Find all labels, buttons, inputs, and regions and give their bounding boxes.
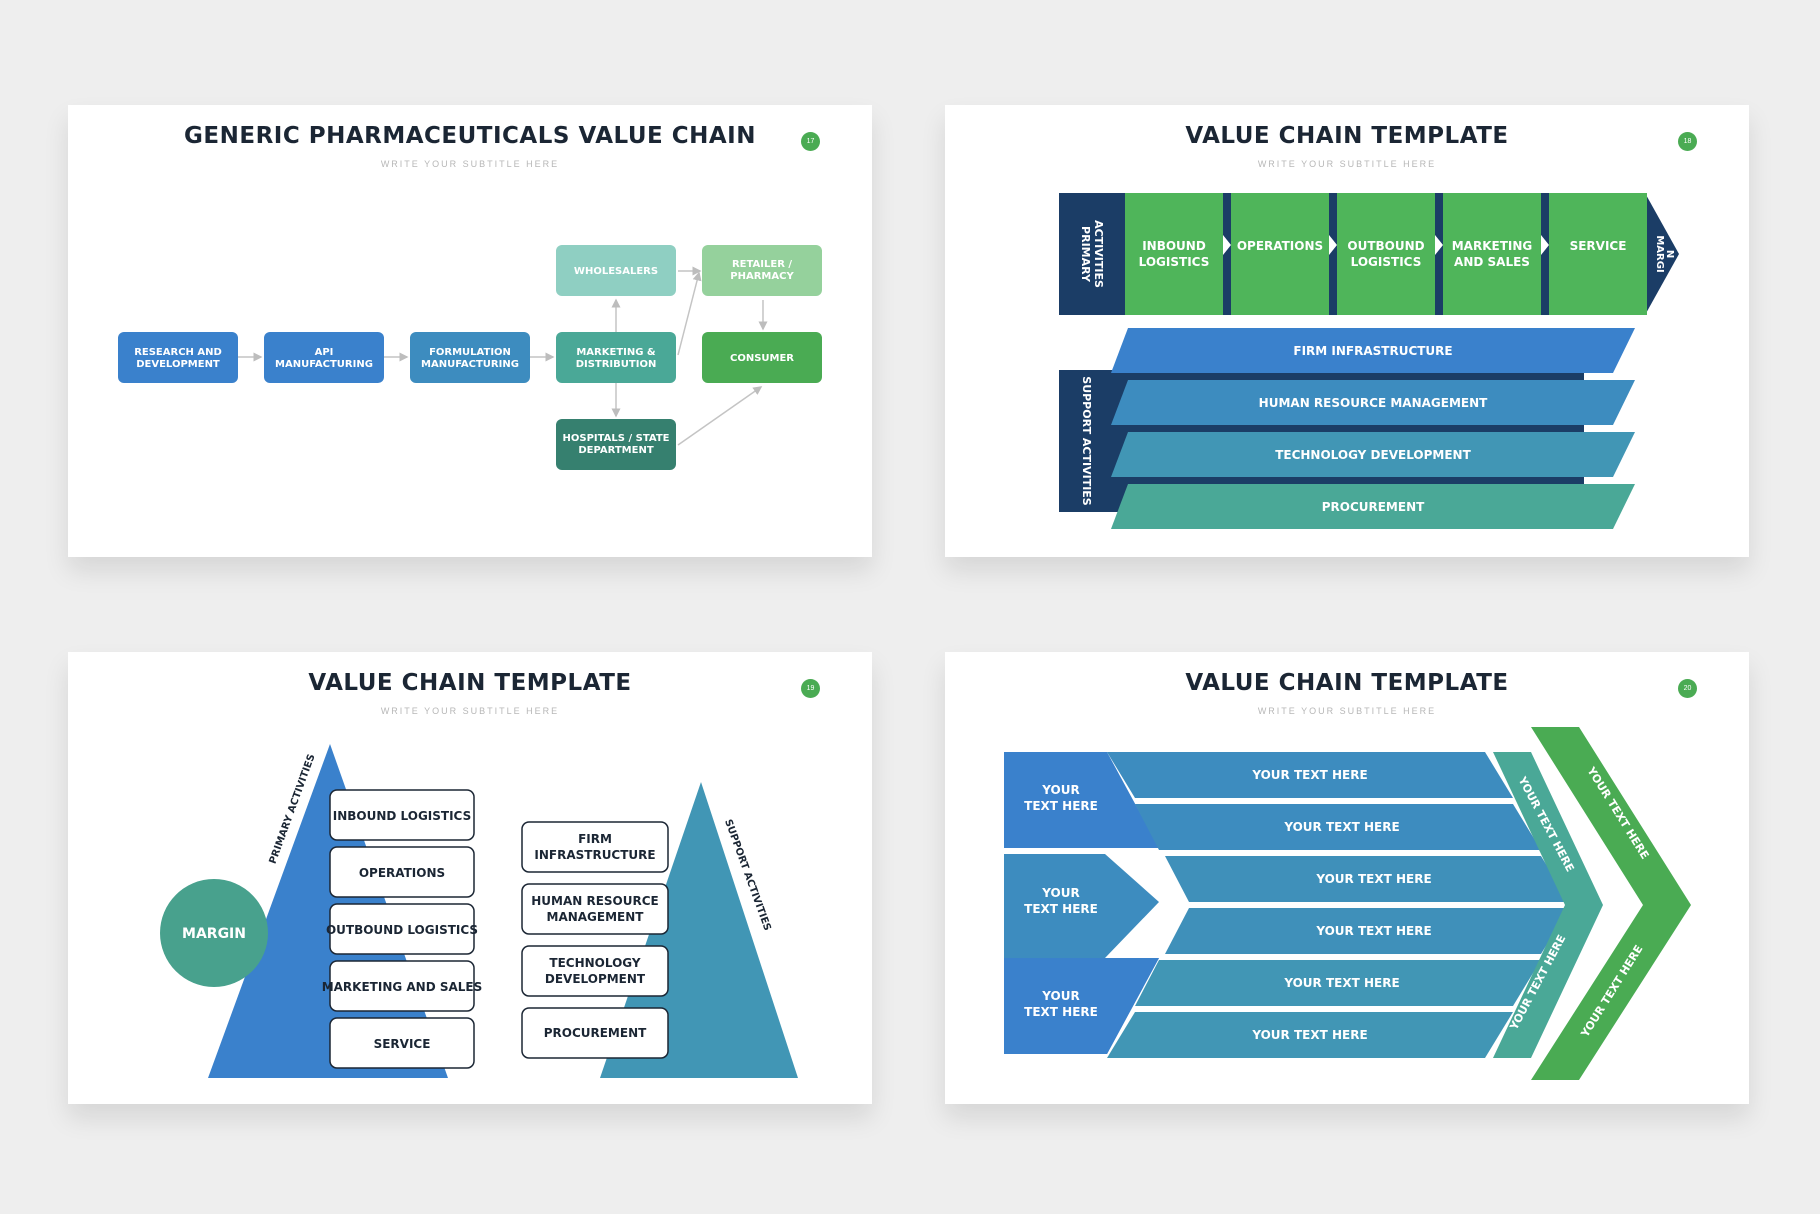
margin-label: MARGIN [182, 926, 246, 942]
left-label: YOUR [1041, 989, 1079, 1003]
margin-label: N [1664, 250, 1675, 258]
row-label: YOUR TEXT HERE [1251, 1028, 1367, 1042]
left-label: TEXT HERE [1024, 1005, 1098, 1019]
page-number-badge: 19 [801, 679, 820, 698]
primary-activity-label: OPERATIONS [1237, 239, 1323, 253]
support-activity-label: INFRASTRUCTURE [534, 848, 655, 862]
node-label: HOSPITALS / STATE [563, 433, 670, 444]
primary-label: ACTIVITIES [1092, 220, 1105, 288]
slide-subtitle: WRITE YOUR SUBTITLE HERE [1257, 706, 1437, 716]
slide-subtitle: WRITE YOUR SUBTITLE HERE [380, 706, 560, 716]
margin-circle [160, 879, 268, 987]
slide-title: VALUE CHAIN TEMPLATE [1185, 123, 1509, 149]
support-activity-labels: FIRM INFRASTRUCTURE HUMAN RESOURCE MANAG… [531, 832, 659, 1040]
page-number-badge: 17 [801, 132, 820, 151]
value-chain-triangles-diagram: MARGIN PRIMARY ACTIVITIES SUPPORT ACTIVI… [160, 744, 798, 1078]
node-label: RETAILER / [732, 259, 792, 270]
support-activity-boxes [521, 821, 669, 1059]
flow-connectors [238, 266, 768, 446]
support-activity-label: HUMAN RESOURCE MANAGEMENT [1259, 396, 1488, 410]
node-label: DISTRIBUTION [576, 359, 657, 370]
value-chain-chevron-diagram: YOUR TEXT HERE YOUR TEXT HERE YOUR TEXT … [1004, 727, 1691, 1080]
green-chevron [1531, 727, 1691, 1080]
slide-title: VALUE CHAIN TEMPLATE [1185, 670, 1509, 696]
row-label: YOUR TEXT HERE [1283, 976, 1399, 990]
primary-activity-label: LOGISTICS [1351, 255, 1422, 269]
support-activity-label: FIRM INFRASTRUCTURE [1293, 344, 1452, 358]
primary-activity-label: SERVICE [374, 1037, 431, 1051]
page-number-badge: 18 [1678, 132, 1697, 151]
left-label: YOUR [1041, 886, 1079, 900]
left-label: TEXT HERE [1024, 799, 1098, 813]
margin-label: MARGI [1654, 235, 1665, 272]
support-activity-label: MANAGEMENT [547, 910, 645, 924]
primary-activity-label: OUTBOUND LOGISTICS [326, 923, 478, 937]
row-label: YOUR TEXT HERE [1283, 820, 1399, 834]
support-label: SUPPORT ACTIVITIES [1080, 376, 1093, 506]
node-label: MARKETING & [576, 347, 656, 358]
page-number-badge: 20 [1678, 679, 1697, 698]
support-activity-label: PROCUREMENT [1322, 500, 1425, 514]
support-activity-label: HUMAN RESOURCE [531, 894, 659, 908]
node-wholesalers: WHOLESALERS [556, 245, 676, 296]
node-label: WHOLESALERS [574, 266, 658, 277]
support-activity-label: TECHNOLOGY DEVELOPMENT [1275, 448, 1471, 462]
primary-activity-label: OPERATIONS [359, 866, 445, 880]
node-label: DEPARTMENT [578, 445, 654, 456]
primary-activity-label: AND SALES [1454, 255, 1530, 269]
support-activity-label: FIRM [578, 832, 612, 846]
node-label: CONSUMER [730, 353, 794, 364]
row-label: YOUR TEXT HERE [1315, 924, 1431, 938]
pharma-flow-diagram: RESEARCH AND DEVELOPMENT API MANUFACTURI… [118, 245, 822, 470]
left-label-blocks [1004, 752, 1159, 1054]
node-label: RESEARCH AND [134, 347, 222, 358]
row-bands [1107, 752, 1569, 1058]
slide-value-chain-triangles: VALUE CHAIN TEMPLATE WRITE YOUR SUBTITLE… [68, 652, 872, 1104]
primary-activity-label: SERVICE [1570, 239, 1627, 253]
teal-chevron [1493, 752, 1603, 1058]
primary-activity-label: INBOUND [1142, 239, 1206, 253]
support-activities-section: SUPPORT ACTIVITIES FIRM INFRASTRUCTURE H… [1059, 328, 1635, 529]
support-activity-label: TECHNOLOGY [549, 956, 640, 970]
row-label: YOUR TEXT HERE [1315, 872, 1431, 886]
node-research-and-development: RESEARCH AND DEVELOPMENT [118, 332, 238, 383]
primary-activity-label: OUTBOUND [1347, 239, 1424, 253]
support-triangle [600, 782, 798, 1078]
primary-activity-label: LOGISTICS [1139, 255, 1210, 269]
slide-subtitle: WRITE YOUR SUBTITLE HERE [380, 159, 560, 169]
slide-value-chain-bars: VALUE CHAIN TEMPLATE WRITE YOUR SUBTITLE… [945, 105, 1749, 557]
node-label: FORMULATION [429, 347, 511, 358]
node-label: PHARMACY [730, 271, 794, 282]
node-marketing-distribution: MARKETING & DISTRIBUTION [556, 332, 676, 383]
primary-activity-label: MARKETING AND SALES [322, 980, 483, 994]
primary-activity-labels: INBOUND LOGISTICS OPERATIONS OUTBOUND LO… [322, 809, 483, 1051]
primary-activity-label: MARKETING [1452, 239, 1533, 253]
primary-activity-blocks: INBOUND LOGISTICS OPERATIONS OUTBOUND LO… [1125, 193, 1647, 315]
primary-label: PRIMARY [1079, 226, 1092, 283]
row-label: YOUR TEXT HERE [1251, 768, 1367, 782]
support-activity-label: PROCUREMENT [544, 1026, 647, 1040]
slide-value-chain-chevrons: VALUE CHAIN TEMPLATE WRITE YOUR SUBTITLE… [945, 652, 1749, 1104]
slide-pharma-value-chain: GENERIC PHARMACEUTICALS VALUE CHAIN WRIT… [68, 105, 872, 557]
node-hospitals-state-department: HOSPITALS / STATE DEPARTMENT [556, 419, 676, 470]
node-label: API [315, 347, 334, 358]
primary-activities-box [1059, 193, 1117, 315]
node-retailer-pharmacy: RETAILER / PHARMACY [702, 245, 822, 296]
node-label: DEVELOPMENT [136, 359, 220, 370]
support-activity-label: DEVELOPMENT [545, 972, 646, 986]
primary-activity-boxes [329, 789, 475, 1069]
slide-subtitle: WRITE YOUR SUBTITLE HERE [1257, 159, 1437, 169]
value-chain-bars-diagram: PRIMARY ACTIVITIES MARGI N INBOUND LOGIS… [1059, 193, 1679, 529]
node-label: MANUFACTURING [421, 359, 519, 370]
node-formulation-manufacturing: FORMULATION MANUFACTURING [410, 332, 530, 383]
left-label: YOUR [1041, 783, 1079, 797]
node-label: MANUFACTURING [275, 359, 373, 370]
slide-title: GENERIC PHARMACEUTICALS VALUE CHAIN [184, 123, 756, 149]
left-label: TEXT HERE [1024, 902, 1098, 916]
node-api-manufacturing: API MANUFACTURING [264, 332, 384, 383]
slide-title: VALUE CHAIN TEMPLATE [308, 670, 632, 696]
node-consumer: CONSUMER [702, 332, 822, 383]
primary-activity-label: INBOUND LOGISTICS [333, 809, 471, 823]
